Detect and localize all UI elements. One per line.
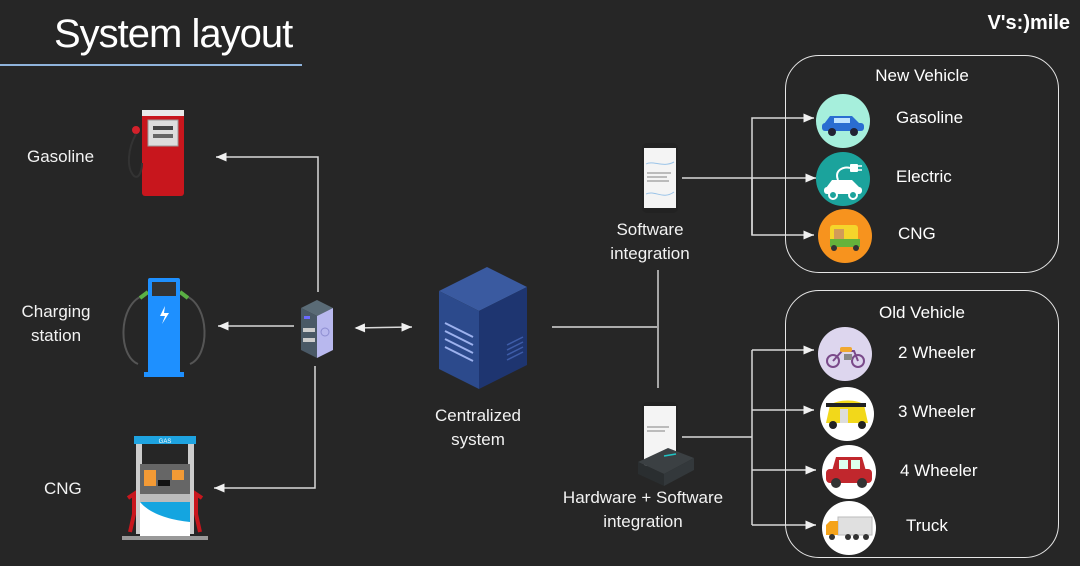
old-vehicle-truck-label: Truck [906,516,948,535]
station-label-cng: CNG [44,479,82,498]
title-underline [0,64,302,66]
label-line: Software [616,220,684,239]
new-vehicle-panel: New Vehicle Gasoline Electric CNG [785,55,1059,273]
line-to-gasoline [216,152,319,292]
svg-text:GAS: GAS [159,439,172,445]
cng-pump-icon: GAS [122,436,208,540]
smartphone-with-device-icon [638,402,694,486]
station-label-line: station [30,326,82,345]
auto-rickshaw-icon [820,387,874,441]
page-title: System layout [54,12,293,56]
label-line: integration [603,512,683,531]
old-vehicle-title: Old Vehicle [879,303,965,322]
label-line: Hardware + Software [562,488,724,507]
station-label-line: Charging [21,302,91,321]
ev-charging-station-icon [122,278,206,377]
brand-logo: V's:)mile [987,12,1070,34]
station-label-charging: Charging station [20,300,92,348]
old-vehicle-2-wheeler-label: 2 Wheeler [898,343,976,362]
central-server-icon [439,267,527,389]
new-vehicle-title: New Vehicle [875,66,969,85]
truck-icon [822,501,876,555]
hardware-software-label: Hardware + Software integration [548,486,738,534]
new-vehicle-electric-label: Electric [896,167,952,186]
label-line: Centralized [435,406,521,425]
car-icon [816,94,870,148]
electric-car-icon [816,152,870,206]
label-line: integration [610,244,690,263]
old-vehicle-3-wheeler-label: 3 Wheeler [898,402,976,421]
line-to-cng [214,366,316,493]
new-vehicle-gasoline-label: Gasoline [896,108,964,127]
old-vehicle-4-wheeler-label: 4 Wheeler [900,461,978,480]
local-server-icon [301,300,333,358]
software-integration-label: Software integration [590,218,710,266]
line-local-central [354,322,413,333]
red-car-icon [822,445,876,499]
motorcycle-icon [818,327,872,381]
label-line: system [451,430,505,449]
gasoline-pump-icon [128,110,184,196]
central-system-label: Centralized system [418,404,538,452]
auto-rickshaw-icon [818,209,872,263]
smartphone-icon [642,143,678,213]
station-label-gasoline: Gasoline [27,147,95,166]
new-vehicle-cng-label: CNG [898,224,936,243]
old-vehicle-panel: Old Vehicle 2 Wheeler 3 Wheeler 4 Wheele… [785,290,1059,558]
